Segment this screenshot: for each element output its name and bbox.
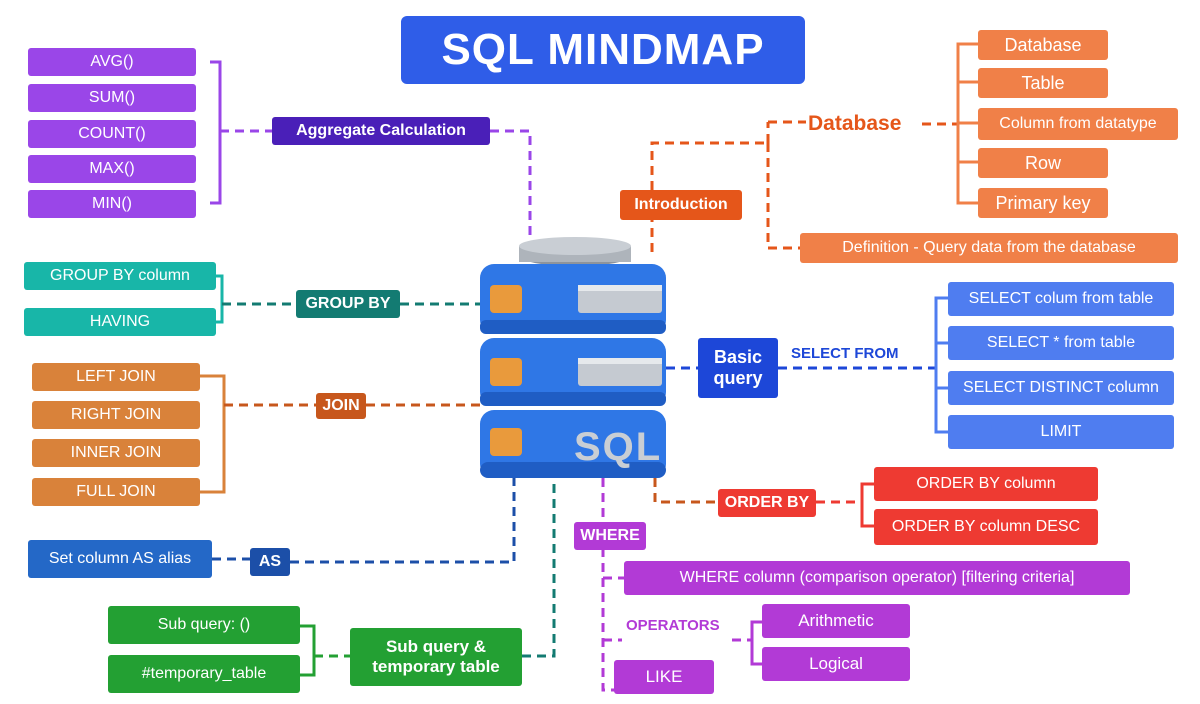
where-item-condition: WHERE column (comparison operator) [filt… <box>624 561 1130 595</box>
mindmap-title: SQL MINDMAP <box>401 16 805 84</box>
select-from-label: SELECT FROM <box>791 345 899 362</box>
join-item-right: RIGHT JOIN <box>32 401 200 429</box>
where-item-like: LIKE <box>614 660 714 694</box>
basic-query-line2: query <box>713 368 763 388</box>
definition-item: Definition - Query data from the databas… <box>800 233 1178 263</box>
order-by-item-column: ORDER BY column <box>874 467 1098 501</box>
where-hub: WHERE <box>574 522 646 550</box>
operators-label: OPERATORS <box>626 617 720 634</box>
subquery-hub: Sub query & temporary table <box>350 628 522 686</box>
join-item-full: FULL JOIN <box>32 478 200 506</box>
operator-logical: Logical <box>762 647 910 681</box>
database-icon <box>480 237 666 478</box>
order-by-item-desc: ORDER BY column DESC <box>874 509 1098 545</box>
basic-query-item-select-distinct: SELECT DISTINCT column <box>948 371 1174 405</box>
database-item-row: Row <box>978 148 1108 178</box>
subquery-item-parens: Sub query: () <box>108 606 300 644</box>
subquery-hub-line1: Sub query & <box>385 637 487 657</box>
database-item-database: Database <box>978 30 1108 60</box>
basic-query-item-select-column: SELECT colum from table <box>948 282 1174 316</box>
order-by-hub: ORDER BY <box>718 489 816 517</box>
subquery-hub-line2: temporary table <box>372 657 500 676</box>
basic-query-line1: Basic <box>713 347 763 368</box>
aggregate-item-min: MIN() <box>28 190 196 218</box>
join-item-inner: INNER JOIN <box>32 439 200 467</box>
basic-query-item-limit: LIMIT <box>948 415 1174 449</box>
aggregate-item-avg: AVG() <box>28 48 196 76</box>
database-item-primary-key: Primary key <box>978 188 1108 218</box>
aggregate-item-count: COUNT() <box>28 120 196 148</box>
database-item-table: Table <box>978 68 1108 98</box>
group-by-item-having: HAVING <box>24 308 216 336</box>
database-label: Database <box>808 112 902 135</box>
join-item-left: LEFT JOIN <box>32 363 200 391</box>
basic-query-item-select-star: SELECT * from table <box>948 326 1174 360</box>
operator-arithmetic: Arithmetic <box>762 604 910 638</box>
as-alias-item: Set column AS alias <box>28 540 212 578</box>
as-hub: AS <box>250 548 290 576</box>
aggregate-item-max: MAX() <box>28 155 196 183</box>
aggregate-item-sum: SUM() <box>28 84 196 112</box>
introduction-hub: Introduction <box>620 190 742 220</box>
subquery-item-temp-table: #temporary_table <box>108 655 300 693</box>
center-sql-label: SQL <box>574 425 663 469</box>
database-item-column: Column from datatype <box>978 108 1178 140</box>
aggregate-hub: Aggregate Calculation <box>272 117 490 145</box>
group-by-hub: GROUP BY <box>296 290 400 318</box>
join-hub: JOIN <box>316 393 366 419</box>
basic-query-hub: Basic query <box>698 338 778 398</box>
group-by-item-column: GROUP BY column <box>24 262 216 290</box>
